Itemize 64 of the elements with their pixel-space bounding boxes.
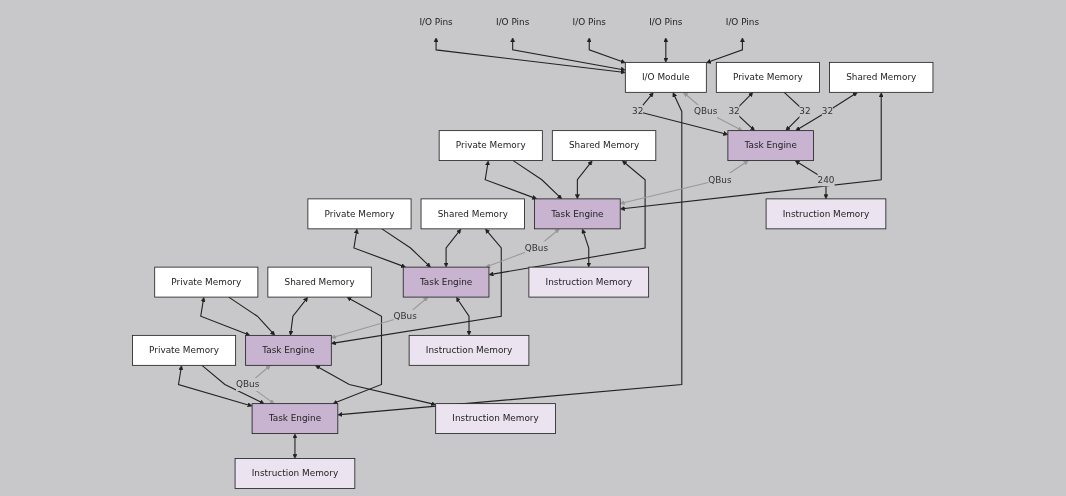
node-box: Task Engine <box>403 266 490 298</box>
edge-label: 32 <box>822 105 834 117</box>
node-box: Task Engine <box>534 198 621 230</box>
node-text: I/O Pins <box>572 16 607 28</box>
node-box: Shared Memory <box>420 198 526 230</box>
arrow <box>484 160 538 200</box>
node-box: Private Memory <box>132 335 237 366</box>
arrow <box>587 37 626 64</box>
node-box: Instruction Memory <box>528 266 650 298</box>
arrow <box>315 365 437 407</box>
arrow <box>200 297 251 337</box>
arrow <box>575 160 593 200</box>
edge-label: QBus <box>694 105 718 117</box>
node-text: I/O Pins <box>649 16 683 28</box>
arrow <box>663 37 669 63</box>
node-box: Private Memory <box>716 61 821 93</box>
arrow <box>489 160 646 277</box>
arrow <box>683 92 743 131</box>
arrow <box>353 228 407 268</box>
node-box: Instruction Memory <box>234 458 356 489</box>
node-box: Instruction Memory <box>435 403 557 435</box>
node-box: Private Memory <box>154 266 259 298</box>
arrow <box>178 365 253 408</box>
node-box: Task Engine <box>245 335 333 366</box>
arrow <box>331 297 429 339</box>
node-box: Instruction Memory <box>409 335 530 366</box>
edge-label: QBus <box>708 174 732 185</box>
node-text: I/O Pins <box>496 16 530 28</box>
edge-label: QBus <box>525 242 549 253</box>
arrow <box>581 228 592 268</box>
arrow <box>510 37 626 72</box>
arrow <box>331 228 503 346</box>
edge-label: 240 <box>817 174 835 185</box>
arrow <box>288 297 309 336</box>
edge-label: 32 <box>799 105 811 117</box>
arrow <box>292 433 298 459</box>
edge-label: QBus <box>236 378 260 390</box>
node-box: Shared Memory <box>552 130 657 161</box>
arrow <box>512 160 563 200</box>
node-box: Shared Memory <box>829 61 934 93</box>
edge-label: 32 <box>632 105 644 117</box>
arrow <box>381 228 431 268</box>
node-box: Task Engine <box>252 403 339 435</box>
arrow <box>443 228 462 268</box>
node-box: Instruction Memory <box>766 198 887 230</box>
arrow <box>433 37 626 75</box>
node-box: Private Memory <box>307 198 412 230</box>
node-box: Shared Memory <box>267 266 373 298</box>
arrow <box>337 92 683 417</box>
arrow <box>456 297 472 336</box>
node-box: I/O Module <box>625 61 708 93</box>
arrow <box>485 228 560 268</box>
edge-label: 32 <box>728 105 741 117</box>
arrow <box>228 296 276 336</box>
arrow <box>620 160 749 205</box>
node-box: Task Engine <box>727 130 815 161</box>
node-text: I/O Pins <box>419 16 454 28</box>
arrow <box>795 92 858 131</box>
node-box: Private Memory <box>439 130 544 161</box>
edge-label: QBus <box>393 310 418 322</box>
arrow <box>333 297 383 405</box>
arrow <box>706 37 746 64</box>
node-text: I/O Pins <box>726 16 760 28</box>
arrow <box>201 364 265 404</box>
